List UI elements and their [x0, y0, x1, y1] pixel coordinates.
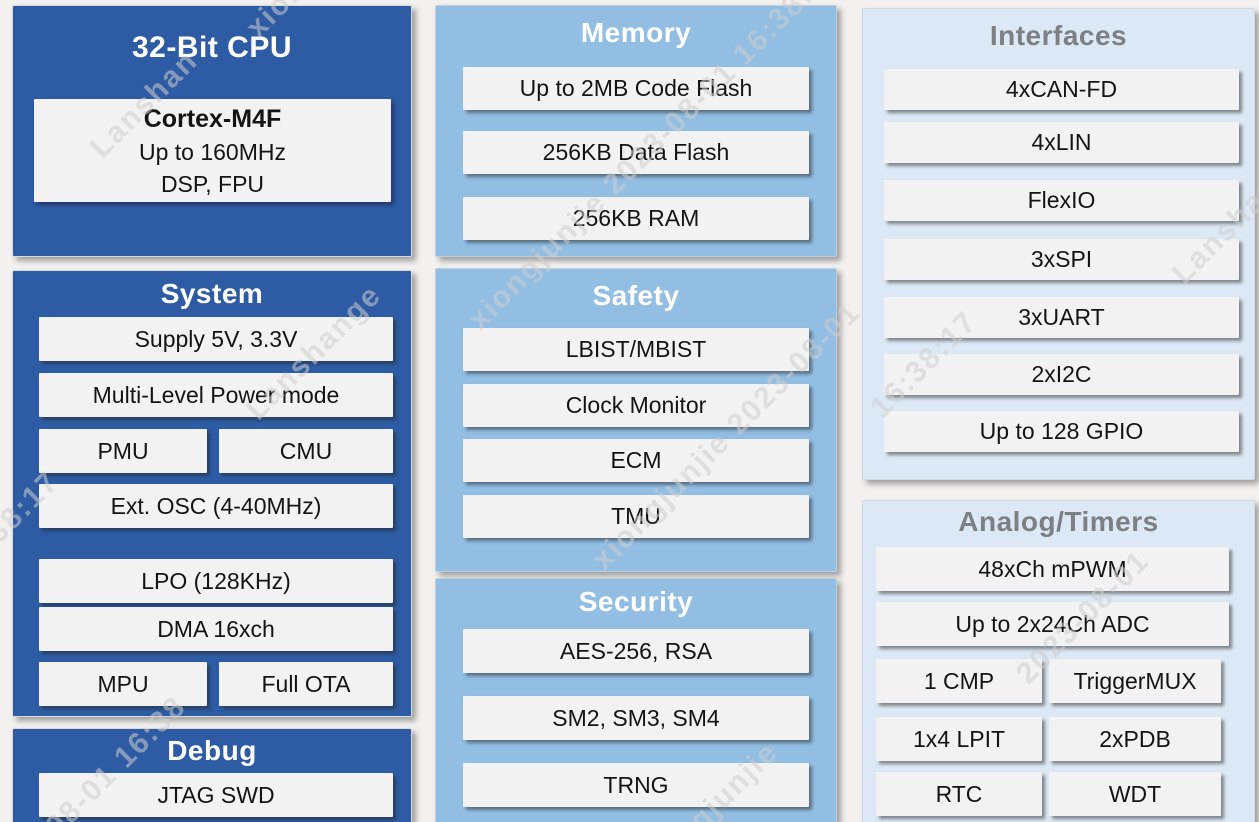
section-debug: Debug JTAG SWD: [12, 728, 412, 822]
feature-item-security-0: AES-256, RSA: [463, 629, 809, 673]
feature-item-system-2-1: CMU: [219, 429, 393, 473]
feature-item-system-6-1: Full OTA: [219, 662, 393, 706]
feature-item-analog-2-1: TriggerMUX: [1049, 659, 1221, 703]
feature-item-analog-3-0: 1x4 LPIT: [876, 717, 1042, 761]
feature-item-interfaces-6: Up to 128 GPIO: [884, 411, 1239, 452]
feature-item-interfaces-5: 2xI2C: [884, 354, 1239, 395]
section-interfaces: Interfaces 4xCAN-FD 4xLIN FlexIO 3xSPI 3xUAR…: [862, 8, 1255, 480]
feature-item-system-3: Ext. OSC (4-40MHz): [39, 484, 393, 528]
feature-item-analog-3-1: 2xPDB: [1049, 717, 1221, 761]
section-title-debug: Debug: [167, 735, 257, 766]
feature-item-analog-0: 48xCh mPWM: [876, 547, 1229, 591]
section-analog-timers: Analog/Timers 48xCh mPWM Up to 2x24Ch ADC…: [862, 500, 1255, 822]
feature-item-system-2-0: PMU: [39, 429, 207, 473]
feature-item-safety-3: TMU: [463, 495, 809, 538]
feature-item-safety-1: Clock Monitor: [463, 384, 809, 427]
feature-item-system-5: DMA 16xch: [39, 607, 393, 651]
feature-item-safety-0: LBIST/MBIST: [463, 328, 809, 371]
feature-item-security-2: TRNG: [463, 763, 809, 807]
cpu-features: DSP, FPU: [160, 170, 265, 197]
feature-item-security-1: SM2, SM3, SM4: [463, 696, 809, 740]
section-title-cpu: 32-Bit CPU: [131, 31, 293, 64]
feature-item-memory-0: Up to 2MB Code Flash: [463, 67, 809, 110]
feature-item-interfaces-4: 3xUART: [884, 297, 1239, 338]
section-title-analog-timers: Analog/Timers: [958, 506, 1159, 537]
feature-item-analog-4-0: RTC: [876, 772, 1042, 816]
section-title-security: Security: [578, 586, 694, 617]
feature-item-interfaces-0: 4xCAN-FD: [884, 69, 1239, 110]
section-title-system: System: [160, 278, 264, 309]
section-system: System Supply 5V, 3.3V Multi-Level Power …: [12, 270, 412, 717]
feature-item-system-1: Multi-Level Power mode: [39, 373, 393, 417]
feature-item-memory-2: 256KB RAM: [463, 197, 809, 240]
feature-item-system-0: Supply 5V, 3.3V: [39, 317, 393, 361]
feature-item-analog-2-0: 1 CMP: [876, 659, 1042, 703]
feature-item-interfaces-3: 3xSPI: [884, 239, 1239, 280]
feature-item-system-6-0: MPU: [39, 662, 207, 706]
feature-item-memory-1: 256KB Data Flash: [463, 131, 809, 174]
cpu-core-name: Cortex-M4F: [143, 104, 282, 133]
section-title-safety: Safety: [592, 280, 680, 311]
section-cpu: 32-Bit CPU Cortex-M4F Up to 160MHz DSP, …: [12, 5, 412, 257]
feature-item-analog-4-1: WDT: [1049, 772, 1221, 816]
feature-item-safety-2: ECM: [463, 439, 809, 482]
cpu-card: Cortex-M4F Up to 160MHz DSP, FPU: [34, 99, 391, 202]
feature-item-interfaces-1: 4xLIN: [884, 122, 1239, 163]
section-title-memory: Memory: [580, 17, 692, 48]
feature-item-analog-1: Up to 2x24Ch ADC: [876, 602, 1229, 646]
cpu-frequency: Up to 160MHz: [138, 138, 286, 165]
feature-item-system-4: LPO (128KHz): [39, 559, 393, 603]
feature-item-interfaces-2: FlexIO: [884, 180, 1239, 221]
section-title-interfaces: Interfaces: [989, 20, 1128, 51]
feature-item-debug-0: JTAG SWD: [39, 773, 393, 817]
section-memory: Memory Up to 2MB Code Flash 256KB Data Fl…: [435, 5, 837, 257]
